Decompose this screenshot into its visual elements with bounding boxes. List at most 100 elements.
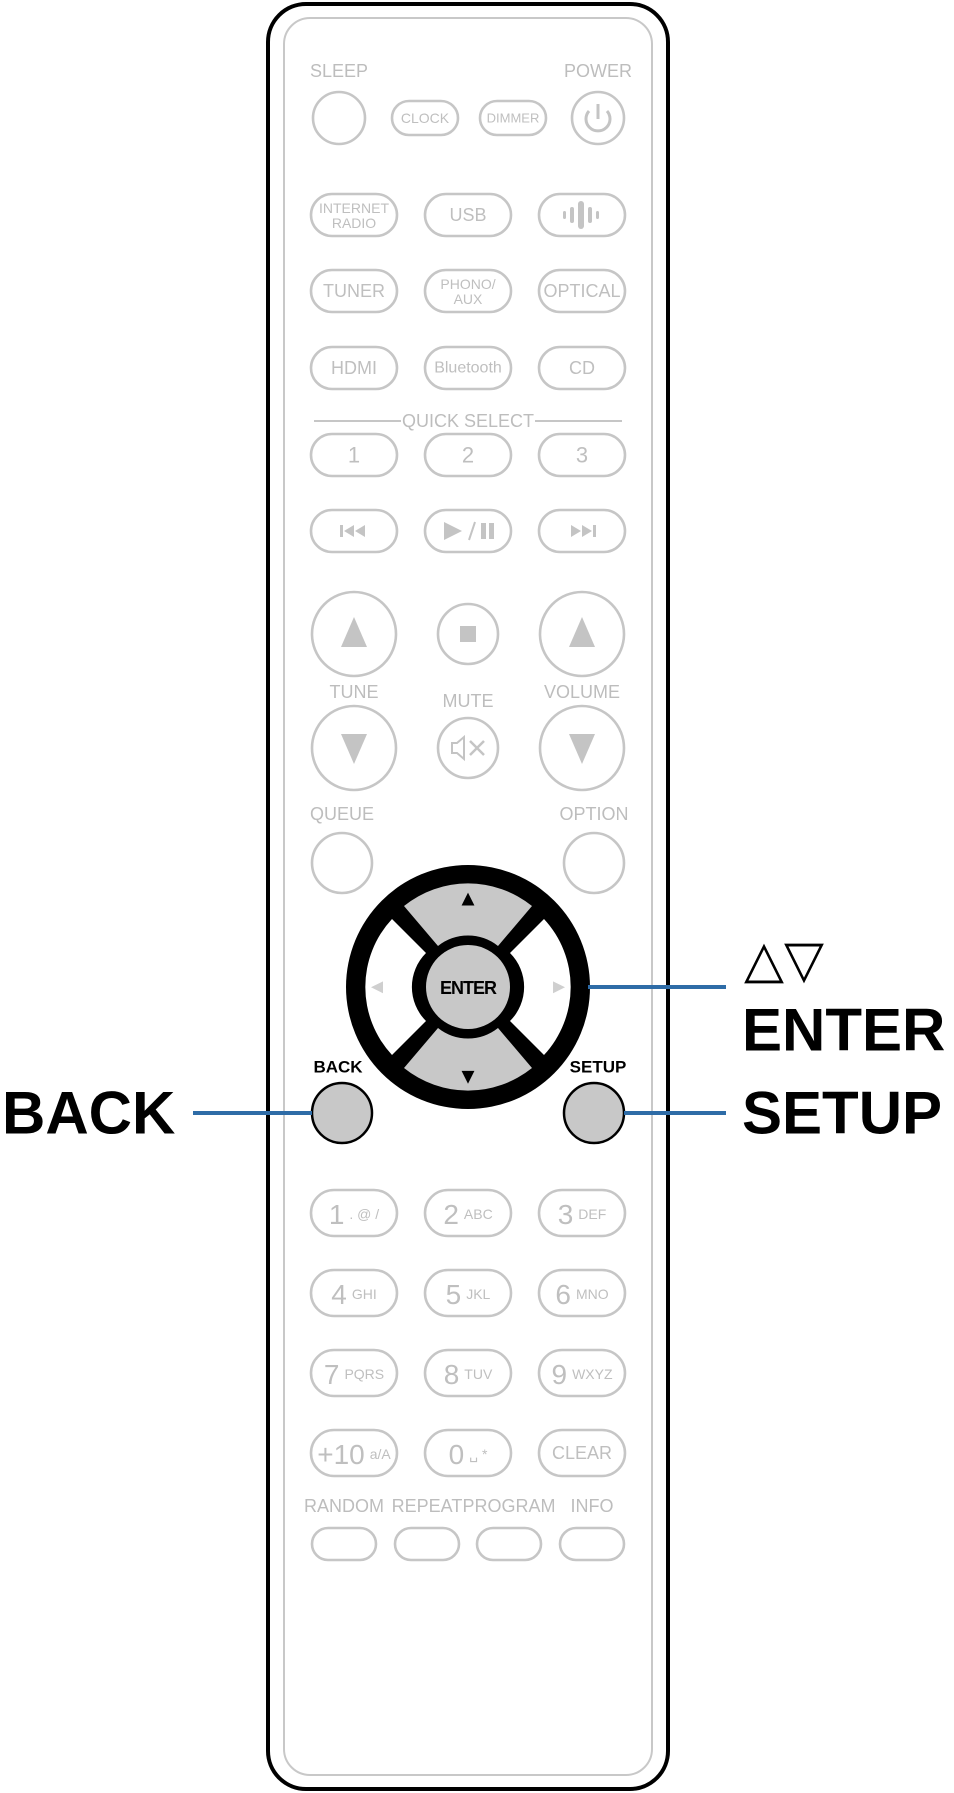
repeat-label: REPEAT: [392, 1496, 463, 1516]
keypad-letters: PQRS: [344, 1366, 384, 1382]
option-button[interactable]: [562, 831, 626, 895]
keypad-button-8[interactable]: [423, 1348, 513, 1398]
cursor-left-button[interactable]: [365, 919, 426, 1055]
keypad-button-5[interactable]: [423, 1268, 513, 1318]
optical-button[interactable]: [537, 268, 627, 314]
program-button[interactable]: [475, 1526, 543, 1562]
phono-aux-label-line1: PHONO/: [440, 276, 495, 292]
sleep-button[interactable]: [311, 90, 367, 146]
keypad-button-7[interactable]: [309, 1348, 399, 1398]
mute-label: MUTE: [443, 691, 494, 711]
cursor-up-button[interactable]: [404, 883, 532, 946]
cursor-down-button[interactable]: [404, 1028, 532, 1091]
quick-select-2-button[interactable]: [423, 432, 513, 478]
enter-callout: ENTER: [742, 997, 945, 1064]
volume-up-button[interactable]: [538, 590, 626, 678]
queue-button[interactable]: [310, 831, 374, 895]
setup-button[interactable]: [562, 1081, 626, 1145]
keypad-button-11[interactable]: [423, 1428, 513, 1478]
clear-button[interactable]: [537, 1428, 627, 1478]
sleep-label: SLEEP: [310, 61, 368, 81]
hdmi-button[interactable]: [309, 345, 399, 391]
tuner-label: TUNER: [323, 281, 385, 301]
keypad-digit: 3: [558, 1199, 574, 1230]
keypad-letters: . @ /: [349, 1206, 379, 1222]
cursor-right-arrow-icon: ►: [549, 976, 569, 998]
mute-button[interactable]: [436, 716, 500, 780]
clock-button[interactable]: [390, 99, 460, 137]
tune-up-button[interactable]: [310, 590, 398, 678]
volume-down-button[interactable]: [538, 704, 626, 792]
keypad-digit: 0: [449, 1439, 465, 1470]
back-button[interactable]: [310, 1081, 374, 1145]
clear-label: CLEAR: [552, 1443, 612, 1463]
cursor-up-arrow-icon: ▲: [457, 886, 479, 911]
keypad-digit: 7: [324, 1359, 340, 1390]
keypad-letters: DEF: [578, 1206, 606, 1222]
usb-button[interactable]: [423, 192, 513, 238]
random-button[interactable]: [310, 1526, 378, 1562]
keypad-button-1[interactable]: [309, 1188, 399, 1238]
keypad-letters: WXYZ: [572, 1366, 613, 1382]
setup-button-label: SETUP: [570, 1058, 627, 1077]
repeat-button[interactable]: [393, 1526, 461, 1562]
volume-down-arrow-icon: [569, 734, 595, 764]
cursor-arrows-callout: △▽: [744, 931, 824, 989]
keypad-digit: 6: [555, 1279, 571, 1310]
keypad-digit: 1: [329, 1199, 345, 1230]
power-label: POWER: [564, 61, 632, 81]
keypad-button-2[interactable]: [423, 1188, 513, 1238]
keypad-letters: MNO: [576, 1286, 609, 1302]
cursor-down-arrow-icon: ▼: [457, 1064, 479, 1089]
keypad-button-10[interactable]: [309, 1428, 399, 1478]
cursor-right-button[interactable]: [510, 919, 571, 1055]
keypad-digit: 4: [331, 1279, 347, 1310]
tune-down-button[interactable]: [310, 704, 398, 792]
power-button[interactable]: [570, 90, 626, 146]
keypad-button-4[interactable]: [309, 1268, 399, 1318]
info-button[interactable]: [558, 1526, 626, 1562]
quick-select-3-button[interactable]: [537, 432, 627, 478]
keypad-label-11: 0␣ *: [449, 1439, 488, 1470]
internet-radio-button[interactable]: [309, 192, 399, 238]
keypad-letters: ␣ *: [469, 1446, 488, 1463]
usb-label: USB: [449, 205, 486, 225]
back-button-label: BACK: [313, 1058, 363, 1077]
previous-button[interactable]: [309, 508, 399, 554]
enter-button[interactable]: [426, 945, 510, 1029]
tuner-button[interactable]: [309, 268, 399, 314]
cd-button[interactable]: [537, 345, 627, 391]
stop-button[interactable]: [436, 602, 500, 666]
bluetooth-label: Bluetooth: [434, 360, 502, 377]
keypad-letters: JKL: [466, 1286, 490, 1302]
remote-body-inner: [283, 17, 653, 1776]
play-pause-button[interactable]: [423, 508, 513, 554]
heos-button[interactable]: [537, 192, 627, 238]
bluetooth-button[interactable]: [423, 345, 513, 391]
stop-icon: [460, 626, 476, 642]
keypad-letters: TUV: [464, 1366, 493, 1382]
phono-aux-button[interactable]: [423, 268, 513, 314]
keypad-digit: 8: [444, 1359, 460, 1390]
next-button[interactable]: [537, 508, 627, 554]
hdmi-label: HDMI: [331, 358, 377, 378]
dimmer-button[interactable]: [478, 99, 548, 137]
cursor-left-arrow-icon: ◄: [367, 976, 387, 998]
keypad-letters: a/A: [370, 1446, 392, 1462]
volume-label: VOLUME: [544, 682, 620, 702]
tune-up-arrow-icon: [341, 617, 367, 647]
internet-radio-label-line2: RADIO: [332, 215, 376, 231]
keypad-button-3[interactable]: [537, 1188, 627, 1238]
keypad-button-9[interactable]: [537, 1348, 627, 1398]
keypad-button-6[interactable]: [537, 1268, 627, 1318]
optical-label: OPTICAL: [543, 281, 620, 301]
quick-select-1-button[interactable]: [309, 432, 399, 478]
